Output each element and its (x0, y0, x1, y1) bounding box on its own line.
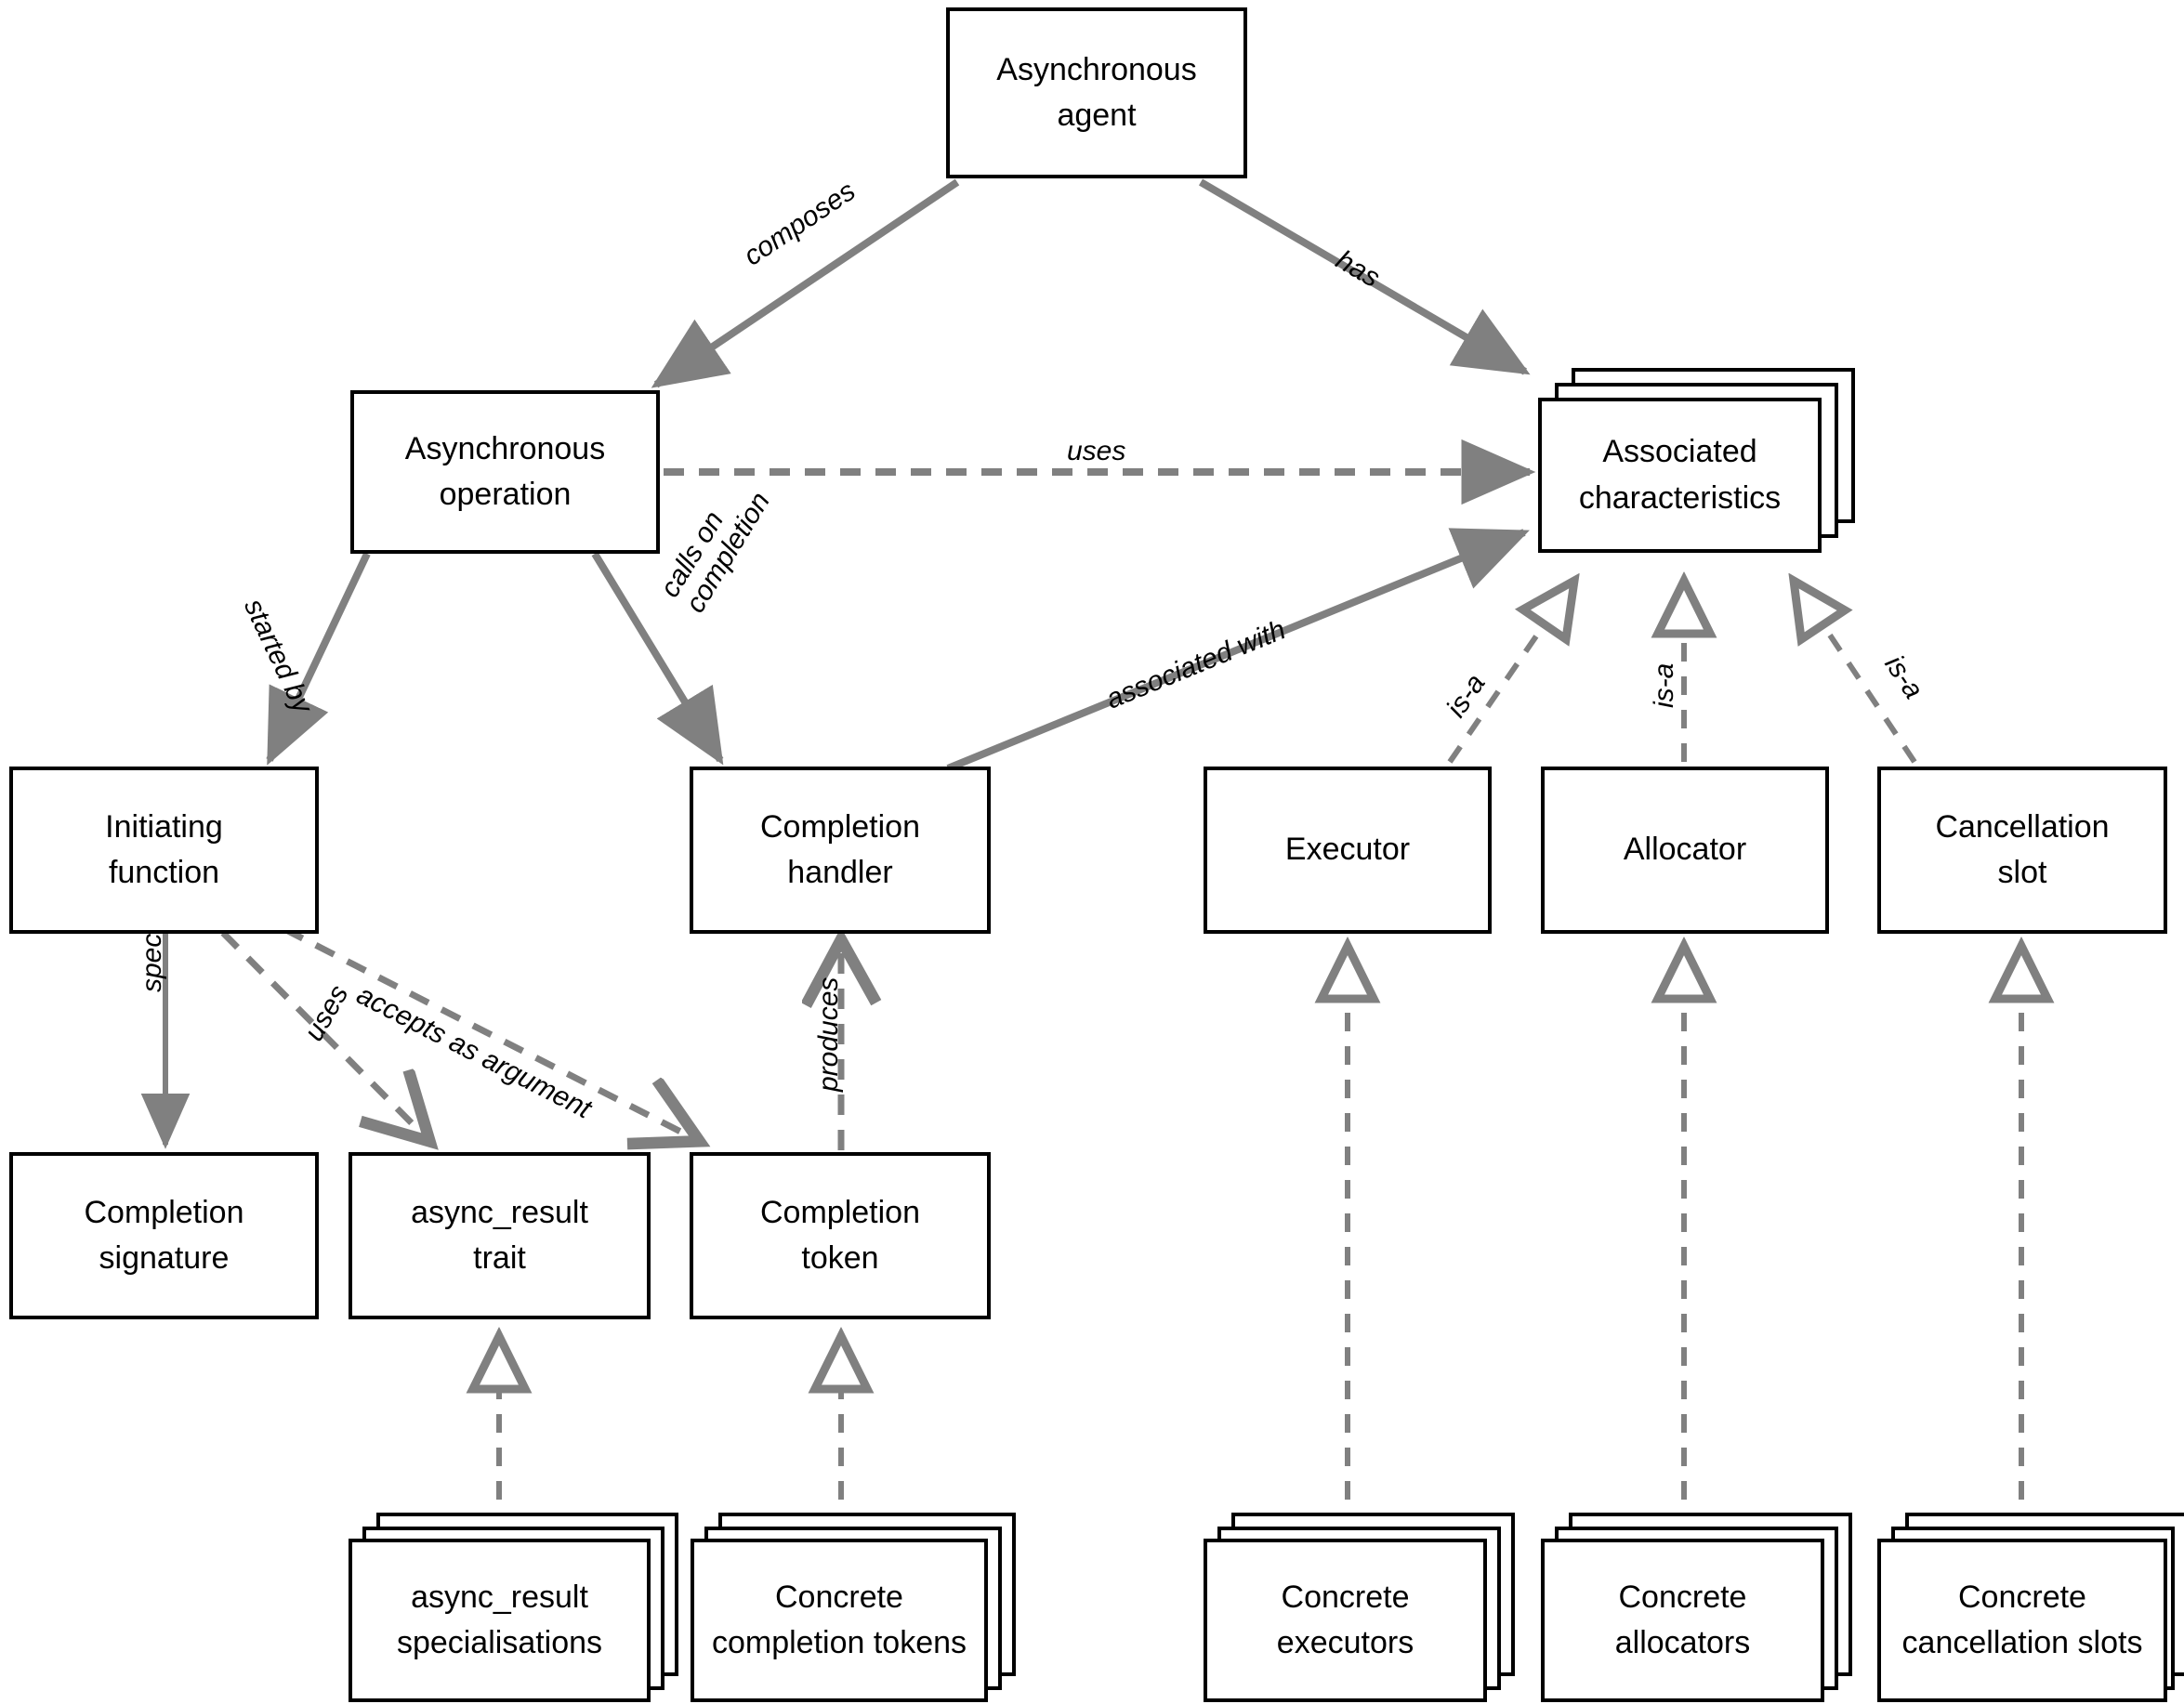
node-concrete-allocators[interactable]: Concrete allocators (1541, 1539, 1824, 1702)
node-async-result-specialisations-line2: specialisations (396, 1625, 603, 1660)
node-asynchronous-agent-line2: agent (1057, 98, 1137, 133)
node-concrete-cancellation-slots[interactable]: Concrete cancellation slots (1877, 1539, 2167, 1702)
node-concrete-executors-label: Concrete executors (1277, 1575, 1414, 1667)
node-cancellation-slot-label: Cancellation slot (1935, 805, 2109, 897)
edge-started-by (266, 552, 371, 766)
node-completion-handler-label: Completion handler (760, 805, 920, 897)
node-asynchronous-agent-line1: Asynchronous (996, 51, 1197, 87)
node-async-result-trait-label: async_result trait (411, 1190, 588, 1282)
node-completion-token[interactable]: Completion token (690, 1152, 991, 1319)
node-associated-characteristics-line1: Associated (1602, 434, 1757, 470)
node-async-result-trait-line1: async_result (411, 1194, 588, 1230)
edge-composes (651, 178, 960, 388)
node-asynchronous-operation-line2: operation (439, 477, 572, 512)
node-executor-line1: Executor (1284, 832, 1411, 868)
node-allocator-label: Allocator (1624, 827, 1746, 872)
node-concrete-cancellation-slots-line2: cancellation slots (1901, 1625, 2143, 1660)
node-async-result-trait[interactable]: async_result trait (349, 1152, 651, 1319)
node-associated-characteristics-label: Associated characteristics (1579, 429, 1781, 521)
node-completion-token-line1: Completion (760, 1194, 920, 1230)
node-executor[interactable]: Executor (1204, 767, 1492, 934)
node-concrete-cancellation-slots-line1: Concrete (1958, 1579, 2086, 1615)
edge-is-a-executor (1447, 581, 1574, 764)
node-concrete-completion-tokens[interactable]: Concrete completion tokens (691, 1539, 988, 1702)
node-asynchronous-agent[interactable]: Asynchronous agent (946, 7, 1247, 178)
node-completion-handler[interactable]: Completion handler (690, 767, 991, 934)
edge-accepts-as-argument (283, 925, 699, 1141)
node-initiating-function-line2: function (108, 855, 220, 890)
edge-label-produces: produces (813, 977, 844, 1092)
edge-calls-on-completion (591, 551, 724, 766)
node-completion-signature-label: Completion signature (85, 1190, 244, 1282)
node-initiating-function-line1: Initiating (105, 808, 223, 845)
node-associated-characteristics-line2: characteristics (1578, 479, 1782, 516)
node-concrete-allocators-line1: Concrete (1618, 1579, 1747, 1615)
node-completion-signature-line1: Completion (84, 1194, 244, 1230)
node-concrete-completion-tokens-line1: Concrete (775, 1579, 903, 1615)
node-asynchronous-operation-line1: Asynchronous (404, 430, 606, 466)
edge-has (1198, 178, 1531, 375)
node-asynchronous-operation-label: Asynchronous operation (405, 426, 605, 518)
node-concrete-executors[interactable]: Concrete executors (1204, 1539, 1487, 1702)
node-concrete-completion-tokens-line2: completion tokens (711, 1625, 967, 1660)
node-concrete-allocators-line2: allocators (1614, 1625, 1751, 1660)
node-concrete-executors-line1: Concrete (1281, 1579, 1410, 1615)
node-initiating-function-label: Initiating function (105, 805, 223, 897)
edge-label-uses-operation: uses (1067, 436, 1126, 466)
node-associated-characteristics[interactable]: Associated characteristics (1538, 398, 1822, 553)
node-asynchronous-operation[interactable]: Asynchronous operation (350, 390, 660, 554)
node-concrete-cancellation-slots-label: Concrete cancellation slots (1902, 1575, 2143, 1667)
node-concrete-allocators-label: Concrete allocators (1615, 1575, 1751, 1667)
node-executor-label: Executor (1285, 827, 1410, 872)
node-async-result-specialisations-line1: async_result (411, 1579, 588, 1615)
node-completion-handler-line1: Completion (760, 808, 920, 845)
node-completion-signature[interactable]: Completion signature (9, 1152, 319, 1319)
node-cancellation-slot-line1: Cancellation (1935, 808, 2110, 845)
node-cancellation-slot[interactable]: Cancellation slot (1877, 767, 2167, 934)
node-completion-handler-line2: handler (787, 855, 893, 890)
node-completion-signature-line2: signature (99, 1240, 230, 1276)
node-cancellation-slot-line2: slot (1997, 855, 2047, 890)
edge-uses-initiating-function (220, 930, 429, 1141)
edge-associated-with (946, 528, 1530, 772)
node-async-result-trait-line2: trait (473, 1240, 526, 1276)
edge-is-a-cancellation-slot (1794, 581, 1917, 764)
node-asynchronous-agent-label: Asynchronous agent (996, 47, 1196, 139)
node-completion-token-label: Completion token (760, 1190, 920, 1282)
node-concrete-completion-tokens-label: Concrete completion tokens (712, 1575, 967, 1667)
node-concrete-executors-line2: executors (1276, 1625, 1414, 1660)
node-async-result-specialisations-label: async_result specialisations (397, 1575, 602, 1667)
edge-label-is-a-allocator: is-a (1649, 662, 1679, 708)
node-completion-token-line2: token (801, 1240, 879, 1276)
node-allocator[interactable]: Allocator (1541, 767, 1829, 934)
node-initiating-function[interactable]: Initiating function (9, 767, 319, 934)
node-allocator-line1: Allocator (1623, 832, 1747, 868)
node-async-result-specialisations[interactable]: async_result specialisations (349, 1539, 651, 1702)
